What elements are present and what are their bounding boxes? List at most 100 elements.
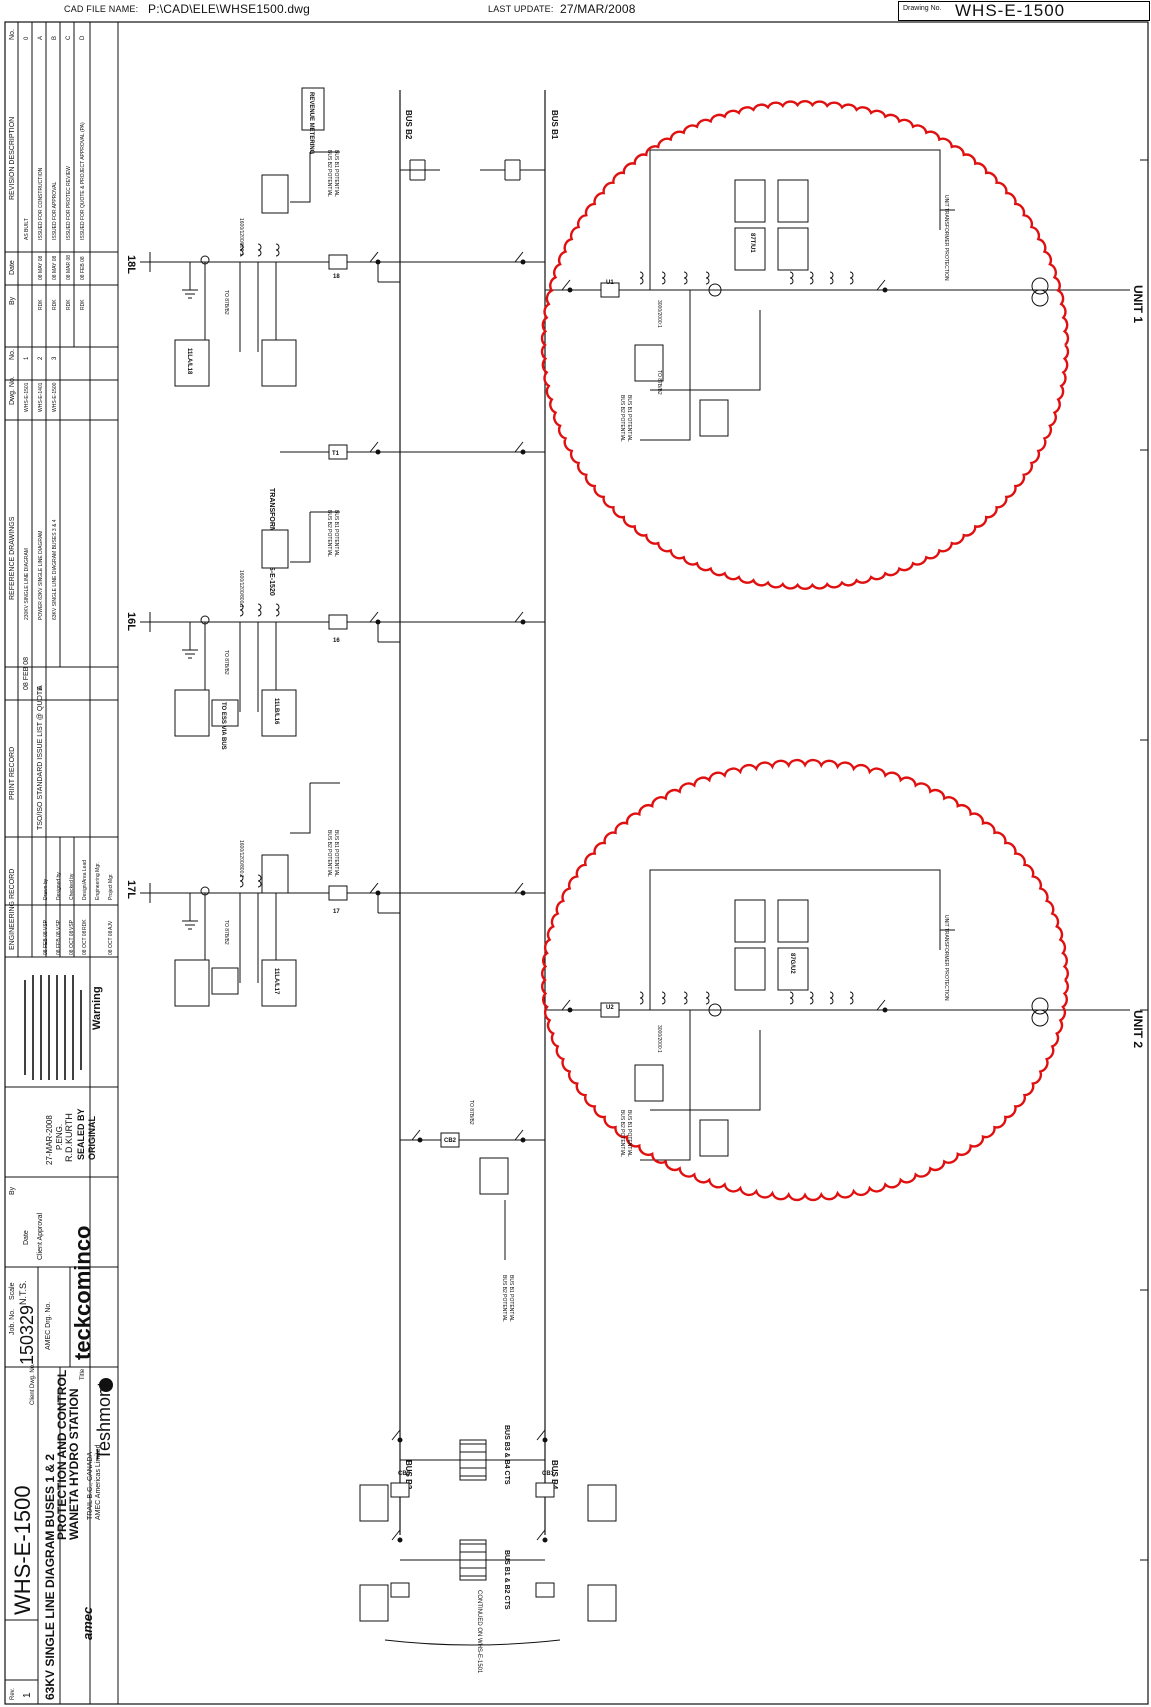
unit2-transformer-protection: UNIT TRANSFORMER PROTECTION: [943, 915, 949, 1001]
relay-box: [777, 227, 809, 271]
revision-cloud-unit1: [540, 100, 1070, 590]
revision-by: RDK: [38, 299, 44, 310]
relay-wiring: [650, 310, 761, 391]
continued-on-label: CONTINUED ON WHS-E-1501: [476, 1590, 482, 1674]
ct-ratio-17: 1600/1200/800:1: [238, 840, 244, 878]
circuit-breaker: [328, 254, 348, 270]
bus-b1-label: BUS B1: [550, 110, 559, 140]
revenue-metering-box: [301, 87, 325, 131]
to-87b-16: TO 87B/B2: [223, 650, 229, 675]
unit-bay: [545, 869, 1130, 1161]
revision-desc: ISSUED FOR QUOTE & PROJECT APPROVAL (PA): [80, 122, 86, 240]
to-87b-17: TO 87B/B2: [223, 920, 229, 945]
circuit-breaker: [328, 614, 348, 630]
breaker-cb3-label: CB3: [398, 1471, 411, 1477]
bus-tie-bay: [359, 1429, 617, 1522]
cad-file-path: P:\CAD\ELE\WHSE1500.dwg: [148, 2, 311, 16]
circuit-breaker: [535, 1482, 555, 1498]
ground-symbol: [182, 262, 198, 299]
current-transformer: [661, 271, 666, 285]
feeder-17l-label: 17L: [125, 880, 137, 899]
engineering-date: 08 OCT 08: [82, 930, 88, 955]
relay-box: [777, 899, 809, 943]
relay-box: [699, 399, 729, 437]
current-transformer: [257, 243, 262, 257]
drawing-number-label: Drawing No.: [903, 5, 942, 12]
amec-line1: AMEC Americas Limited: [95, 1444, 102, 1520]
approval-by: By: [9, 1186, 16, 1195]
header-strip: CAD FILE NAME: P:\CAD\ELE\WHSE1500.dwg L…: [0, 0, 1151, 22]
current-transformer: [661, 991, 666, 1005]
print-record-issued: TSO/ISO STANDARD ISSUE LIST @ QUOTE: [37, 686, 44, 830]
ct-ratio-u2: 3000/2000:1: [656, 1025, 662, 1053]
bus-tie-bay: [359, 1529, 617, 1622]
seal-line1: ORIGINAL: [87, 1115, 97, 1160]
revision-no: C: [66, 35, 72, 40]
amec-line2: TRAIL B.C., CANADA: [87, 1451, 94, 1520]
continued-brace: [384, 1639, 561, 1646]
relay-box: [587, 1484, 617, 1522]
engineering-record-title: ENGINEERING RECORD: [9, 869, 16, 950]
relay-wiring: [204, 622, 277, 712]
relay-box: [634, 344, 664, 382]
relay-wiring: [290, 782, 340, 834]
current-transformer: [683, 271, 688, 285]
bus-b4-label: BUS B4: [550, 1460, 559, 1490]
unit2-label: UNIT 2: [1131, 1010, 1145, 1048]
reference-title: 63KV SINGLE LINE DIAGRAM BUSES 3 & 4: [52, 519, 58, 620]
relay-11la-label: 11LA/L18: [186, 348, 192, 375]
pot-17-b1: BUS B1 POTENTIAL: [333, 830, 339, 877]
engineering-role: Project Mgr.: [108, 873, 114, 900]
pot-u2-b2: BUS B2 POTENTIAL: [619, 1110, 625, 1157]
revision-date: 08 MAY 08: [38, 256, 44, 280]
engineering-role: Design/Area Lead: [82, 860, 88, 900]
breaker-18-label: 18: [333, 274, 340, 280]
relay-wiring: [204, 262, 277, 352]
engineering-name: VSP: [56, 919, 62, 930]
revision-cloud-unit2: [541, 758, 1069, 1202]
current-transformer: [275, 243, 280, 257]
relay-wiring: [649, 149, 941, 290]
revision-by: RDK: [52, 299, 58, 310]
warning-title: Warning: [91, 986, 103, 1030]
relay-wiring: [650, 1030, 761, 1111]
relay-box: [479, 1157, 509, 1195]
reference-title: 230KV SINGLE LINE DIAGRAM: [24, 548, 30, 620]
seal-line4: P.ENG.: [55, 1124, 64, 1150]
seal-line5: 27-MAR-2008: [45, 1115, 54, 1165]
title-label: Title: [80, 1368, 86, 1380]
ground-symbol: [182, 893, 198, 930]
title-line1: WANETA HYDRO STATION: [67, 1388, 81, 1540]
current-transformer: [639, 991, 644, 1005]
unit1-label: UNIT 1: [1131, 285, 1145, 323]
drawing-number: WHS-E-1500: [955, 1, 1066, 20]
relay-box: [777, 179, 809, 223]
relay-wiring: [204, 893, 277, 983]
feeder-bay: [140, 782, 545, 983]
seal-line3: R.D.KURTH: [64, 1113, 74, 1162]
pot-18-b1: BUS B1 POTENTIAL: [333, 150, 339, 197]
ct-ratio-18: 1600/1200/800:1: [238, 218, 244, 256]
feeder-16l-label: 16L: [125, 612, 137, 631]
revision-no: A: [38, 36, 44, 40]
pot-16-b1: BUS B1 POTENTIAL: [333, 510, 339, 557]
current-transformer: [257, 874, 262, 888]
revision-date: 08 MAR 08: [66, 255, 72, 280]
relay-11lb-label: 11LB/L16: [273, 698, 279, 725]
relay-box: [587, 1584, 617, 1622]
relay-wiring: [640, 290, 691, 441]
rev-header-desc: REVISION DESCRIPTION: [9, 117, 16, 200]
warning-text-lines: [24, 975, 82, 1080]
pot-u1-b1: BUS B1 POTENTIAL: [626, 395, 632, 442]
revision-date: 08 MAY 08: [52, 256, 58, 280]
rev-header-no: No.: [9, 29, 16, 40]
revision-date: 08 FEB 08: [80, 256, 86, 280]
approval-date: Date: [23, 1230, 30, 1245]
ref-header-title: REFERENCE DRAWINGS: [9, 516, 16, 600]
revision-no: D: [80, 35, 86, 40]
title-block: [4, 21, 119, 1705]
revision-by: RDK: [66, 299, 72, 310]
feeder-bays: [140, 151, 545, 1260]
